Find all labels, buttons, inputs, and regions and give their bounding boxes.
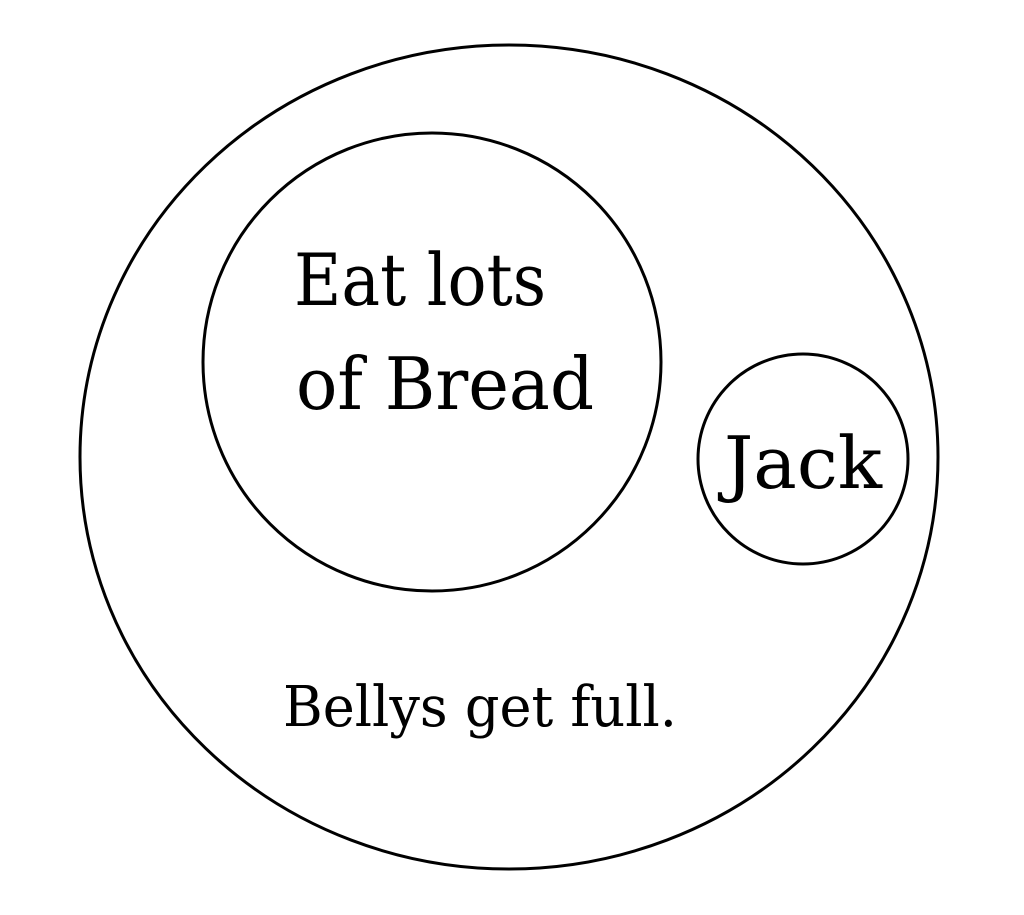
outer-set-circle [78, 43, 940, 871]
bellys-label: Bellys get full. [283, 675, 677, 740]
bread-label-line-2: of Bread [296, 342, 594, 426]
bread-label-line-1: Eat lots [294, 238, 546, 322]
bread-set-circle [201, 131, 663, 593]
jack-circle [696, 352, 910, 566]
jack-label: Jack [717, 421, 883, 505]
